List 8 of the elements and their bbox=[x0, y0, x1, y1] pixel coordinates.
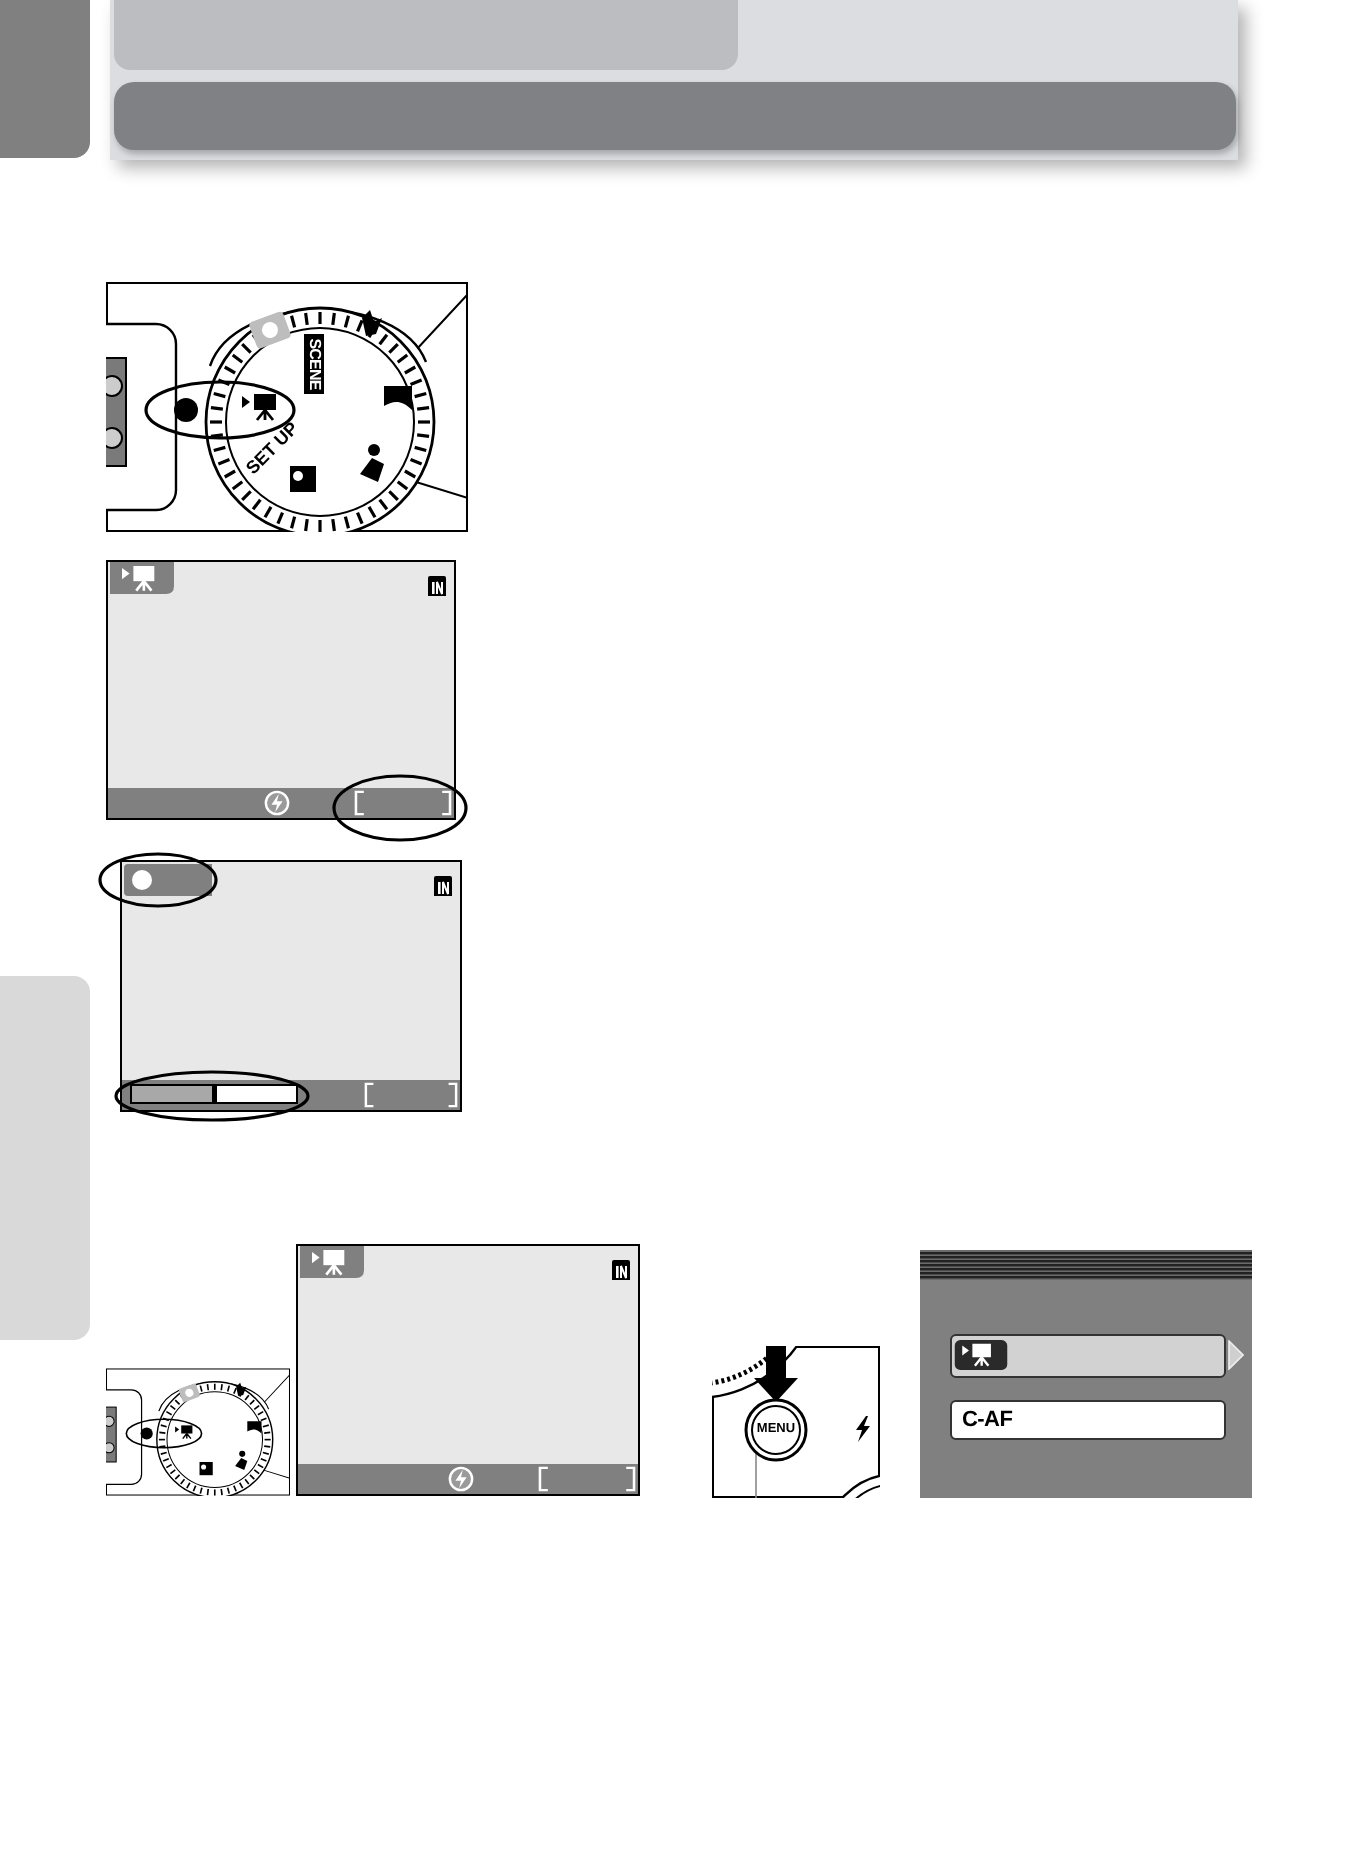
header-tab bbox=[114, 0, 738, 70]
header-panel bbox=[110, 0, 1238, 160]
side-tab bbox=[0, 0, 90, 158]
menu-option: C-AF bbox=[950, 1400, 1226, 1440]
title-bar bbox=[114, 82, 1236, 150]
side-tab bbox=[0, 976, 90, 1340]
dial-label: SCENE bbox=[304, 334, 324, 394]
menu-option bbox=[950, 1334, 1226, 1378]
